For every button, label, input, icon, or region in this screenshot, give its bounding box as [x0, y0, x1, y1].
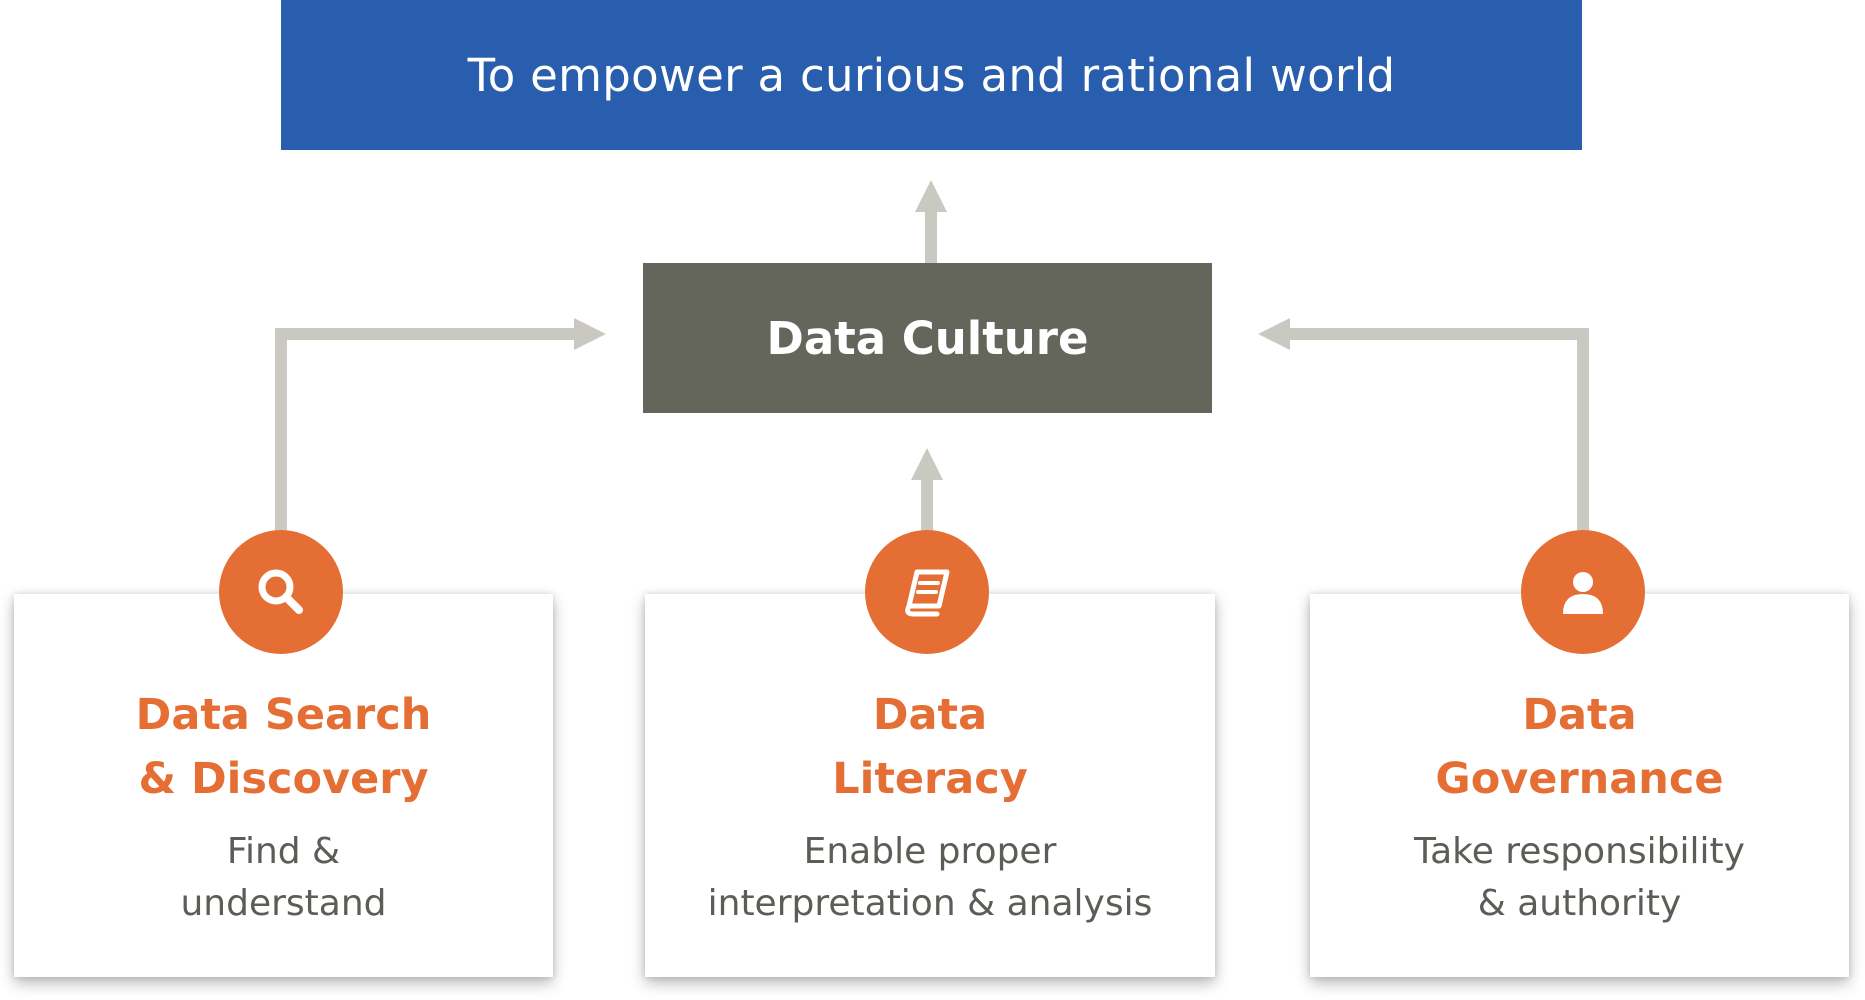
mission-text: To empower a curious and rational world	[467, 48, 1396, 102]
pillar-title: Data Governance	[1435, 690, 1724, 804]
pillar-card-search: Data Search & Discovery Find & understan…	[14, 594, 553, 977]
search-badge	[219, 530, 343, 654]
pillar-description: Find & understand	[180, 831, 387, 924]
pillar-card-literacy: Data Literacy Enable proper interpretati…	[645, 594, 1215, 977]
pillar-title: Data Literacy	[832, 690, 1028, 804]
literacy-badge	[865, 530, 989, 654]
arrow-governance-to-culture	[1258, 318, 1589, 530]
book-icon	[905, 569, 950, 617]
pillar-card-governance: Data Governance Take responsibility & au…	[1310, 594, 1849, 977]
pillar-description: Take responsibility & authority	[1414, 831, 1745, 924]
user-icon	[1563, 572, 1603, 614]
pillar-description: Enable proper interpretation & analysis	[707, 831, 1153, 924]
pillar-title: Data Search & Discovery	[135, 690, 432, 804]
data-culture-box: Data Culture	[643, 263, 1212, 413]
mission-banner: To empower a curious and rational world	[281, 0, 1582, 150]
arrow-culture-to-mission	[915, 180, 947, 263]
governance-badge	[1521, 530, 1645, 654]
arrow-search-to-culture	[275, 318, 606, 530]
search-icon	[258, 569, 303, 614]
arrow-literacy-to-culture	[911, 448, 943, 530]
data-culture-label: Data Culture	[766, 311, 1089, 365]
